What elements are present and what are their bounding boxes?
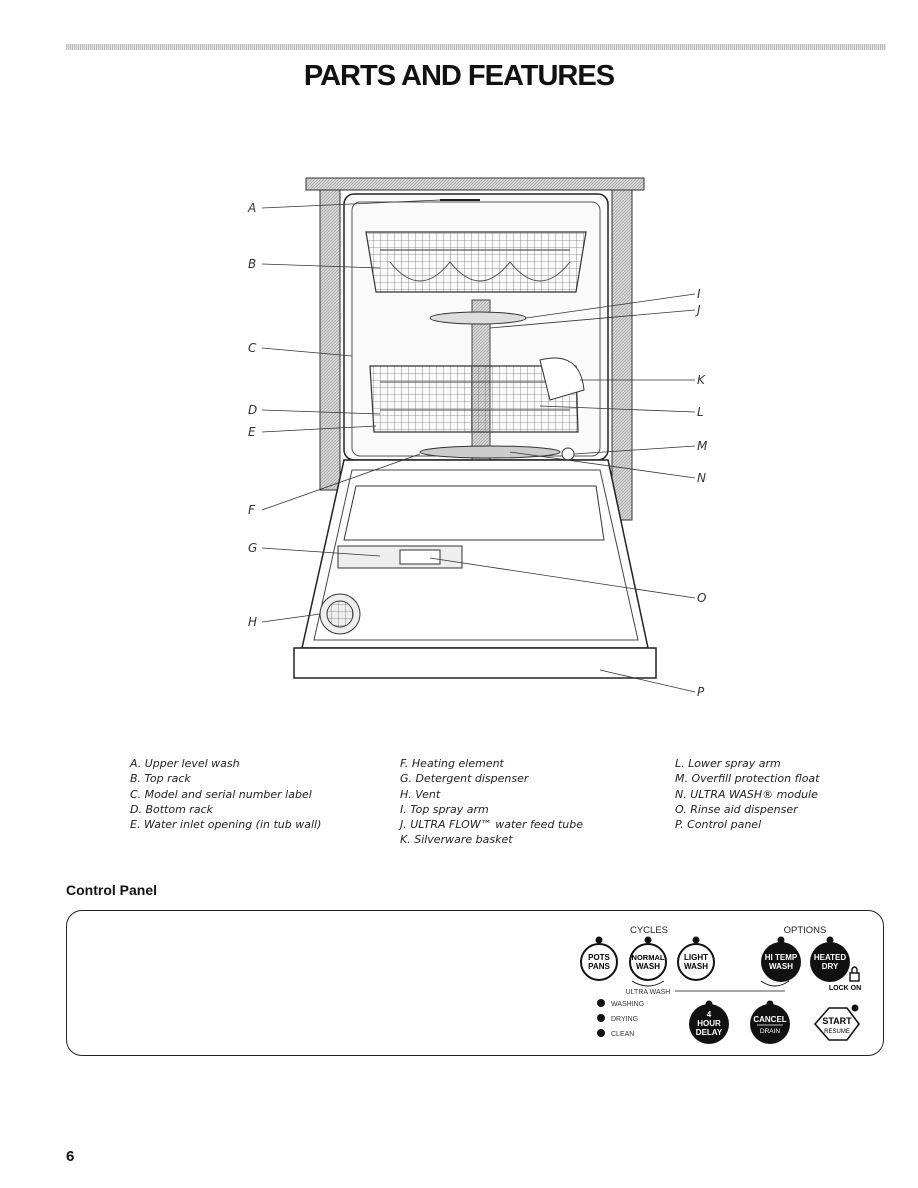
svg-text:START: START [822, 1016, 852, 1026]
start-resume-button[interactable]: START RESUME [813, 1004, 860, 1041]
legend-item: C. Model and serial number label [130, 787, 312, 801]
svg-text:HEATED: HEATED [814, 953, 847, 962]
legend-item: N. ULTRA WASH® module [675, 787, 818, 801]
legend-item: P. Control panel [675, 818, 762, 832]
ultra-wash-label: ULTRA WASH [626, 989, 671, 996]
callout-j: J [695, 303, 701, 317]
legend-item: A. Upper level wash [130, 757, 240, 770]
hi-temp-wash-button[interactable]: HI TEMP WASH [761, 936, 801, 983]
hour-delay-button[interactable]: 4 HOUR DELAY [689, 1000, 729, 1045]
section-title: Control Panel [66, 882, 158, 898]
legend-item: K. Silverware basket [400, 833, 513, 847]
legend-item: O. Rinse aid dispenser [675, 802, 798, 816]
legend-item: M. Overfill protection float [675, 772, 820, 786]
heated-dry-button[interactable]: HEATED DRY [810, 936, 850, 983]
callout-b: B [248, 257, 256, 271]
svg-text:CANCEL: CANCEL [753, 1015, 786, 1024]
legend-item: H. Vent [400, 787, 441, 801]
svg-text:PANS: PANS [588, 962, 610, 971]
callout-o: O [697, 591, 706, 605]
options-label: OPTIONS [784, 925, 827, 936]
svg-text:RESUME: RESUME [824, 1029, 850, 1035]
legend-item: J. ULTRA FLOW™ water feed tube [400, 818, 583, 832]
callout-d: D [248, 403, 257, 417]
legend-item: B. Top rack [130, 772, 191, 786]
svg-text:LIGHT: LIGHT [684, 953, 708, 962]
light-wash-button[interactable]: LIGHT WASH [677, 936, 715, 981]
callout-c: C [248, 341, 257, 355]
legend-column-1: A. Upper level wash B. Top rack C. Model… [130, 756, 321, 832]
legend-item: L. Lower spray arm [675, 757, 781, 770]
svg-text:WASH: WASH [636, 962, 660, 971]
svg-text:HOUR: HOUR [697, 1019, 721, 1028]
cycles-label: CYCLES [630, 925, 668, 936]
svg-text:4: 4 [707, 1010, 712, 1019]
callout-i: I [697, 287, 701, 301]
svg-text:HI TEMP: HI TEMP [765, 953, 798, 962]
legend-column-3: L. Lower spray arm M. Overfill protectio… [675, 756, 819, 832]
svg-text:NORMAL: NORMAL [632, 953, 665, 962]
legend-item: I. Top spray arm [400, 802, 489, 816]
status-light-clean [597, 1029, 605, 1037]
svg-text:WASH: WASH [769, 962, 793, 971]
status-light-washing [597, 999, 605, 1007]
legend-item: D. Bottom rack [130, 802, 213, 816]
legend-column-2: F. Heating element G. Detergent dispense… [400, 756, 583, 848]
callout-k: K [697, 373, 706, 387]
lock-on-label: LOCK ON [829, 985, 861, 992]
pots-pans-button[interactable]: POTS PANS [580, 936, 618, 981]
status-label: WASHING [611, 1001, 644, 1008]
status-label: CLEAN [611, 1031, 634, 1038]
svg-text:WASH: WASH [684, 962, 708, 971]
dishwasher-diagram: A B C D E F G H I J K L M N O P [247, 177, 708, 699]
legend-item: G. Detergent dispenser [400, 772, 529, 786]
cancel-drain-button[interactable]: CANCEL DRAIN [750, 1000, 790, 1045]
callout-m: M [697, 439, 708, 453]
page-number: 6 [66, 1148, 75, 1165]
normal-wash-button[interactable]: NORMAL WASH [629, 936, 667, 981]
svg-text:DELAY: DELAY [696, 1028, 723, 1037]
lock-icon [849, 966, 860, 982]
control-panel-buttons: CYCLES OPTIONS POTS PANS NORMAL WASH LIG… [580, 925, 861, 1045]
callout-f: F [248, 503, 256, 517]
legend-item: E. Water inlet opening (in tub wall) [130, 818, 322, 832]
callout-e: E [248, 425, 256, 439]
status-label: DRYING [611, 1016, 638, 1023]
callout-a: A [247, 201, 256, 215]
callout-n: N [697, 471, 706, 485]
status-light-drying [597, 1014, 605, 1022]
legend-item: F. Heating element [400, 757, 504, 770]
control-panel: CYCLES OPTIONS POTS PANS NORMAL WASH LIG… [66, 910, 884, 1056]
svg-text:POTS: POTS [588, 953, 610, 962]
header-rule [66, 44, 886, 50]
page-title: PARTS AND FEATURES [303, 60, 615, 92]
callout-p: P [697, 685, 705, 699]
callout-h: H [248, 615, 257, 629]
svg-text:DRAIN: DRAIN [760, 1028, 781, 1035]
svg-text:DRY: DRY [822, 962, 839, 971]
callout-l: L [697, 405, 704, 419]
callout-g: G [248, 541, 257, 555]
